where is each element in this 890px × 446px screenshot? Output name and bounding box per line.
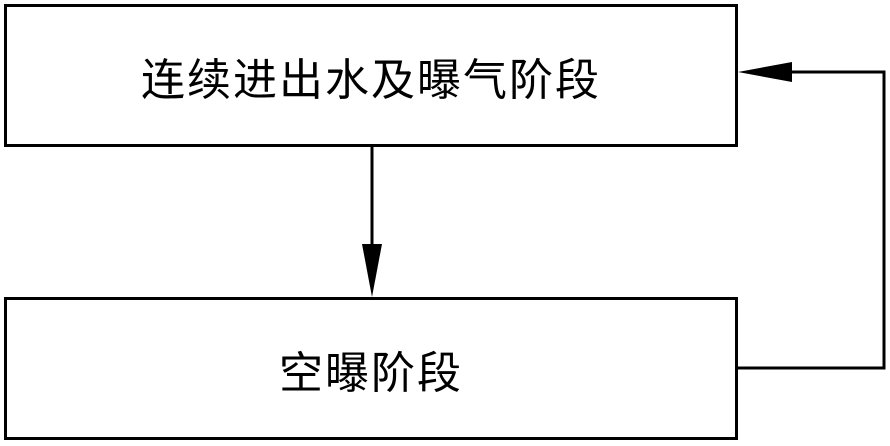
step-box-idle-aeration: 空曝阶段 [4, 297, 738, 440]
step-label-continuous-inflow-outflow-aeration: 连续进出水及曝气阶段 [141, 54, 601, 106]
down-arrow-head-icon [362, 244, 382, 297]
loop-back-connector [738, 70, 886, 370]
loop-back-arrow-head-icon [738, 62, 792, 82]
step-box-continuous-inflow-outflow-aeration: 连续进出水及曝气阶段 [4, 4, 738, 147]
step-label-idle-aeration: 空曝阶段 [279, 347, 463, 399]
